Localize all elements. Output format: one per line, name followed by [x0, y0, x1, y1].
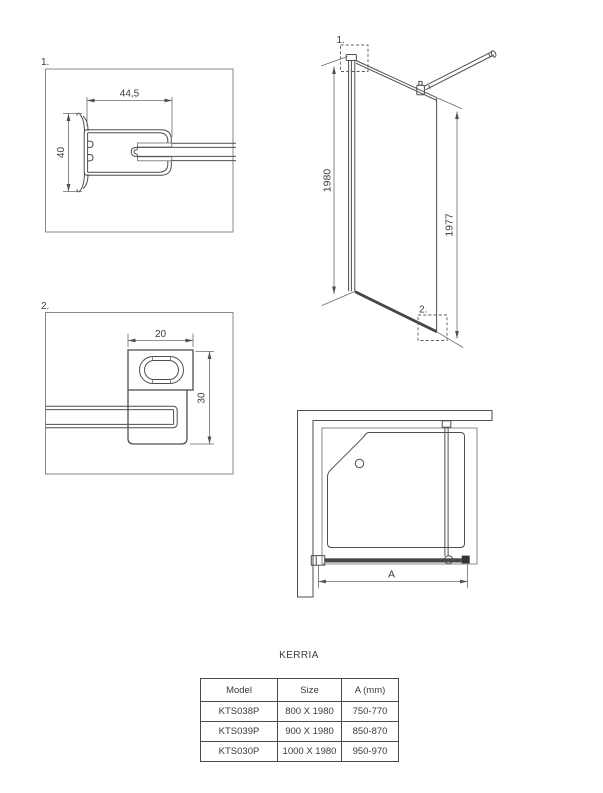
- total-height-value: 1980: [322, 169, 334, 193]
- floor-line-right: [436, 331, 464, 348]
- glass-panel: [354, 60, 438, 334]
- gasket-teeth-bottom: [137, 156, 173, 162]
- spec-table-section: KERRIA Model Size A (mm) KTS038P 800 X 1…: [200, 649, 399, 762]
- detail-2-drawing: 2. 20 30: [41, 301, 234, 475]
- drain: [354, 458, 365, 469]
- cell-model: KTS039P: [200, 721, 278, 742]
- table-row: KTS039P 900 X 1980 850-870: [200, 721, 399, 742]
- cell-size: 900 X 1980: [277, 721, 342, 742]
- total-height-dimension: 1980: [320, 56, 348, 294]
- cell-size: 800 X 1980: [277, 701, 342, 722]
- detail-2-height-value: 30: [197, 392, 208, 404]
- cell-a-mm: 850-870: [341, 721, 399, 742]
- detail-1-marker: 1.: [337, 35, 369, 72]
- front-view-drawing: 1. 2. 1980 1977: [320, 35, 497, 348]
- detail-1-marker-label: 1.: [337, 35, 345, 46]
- detail-2-marker: 2.: [417, 305, 448, 341]
- detail-1-height-value: 40: [56, 147, 67, 159]
- detail-1-frame: [45, 68, 234, 233]
- cell-model: KTS038P: [200, 701, 278, 722]
- glass-height-dimension: 1977: [437, 97, 463, 339]
- detail-2-marker-label: 2.: [419, 305, 427, 316]
- bottom-bracket: [127, 349, 194, 445]
- wall-profile: [345, 54, 357, 292]
- detail-1-drawing: 1.: [41, 57, 236, 233]
- detail-1-label: 1.: [41, 57, 49, 68]
- wall-profile-section: [76, 112, 172, 193]
- cell-size: 1000 X 1980: [277, 741, 342, 762]
- end-bracket: [461, 555, 470, 564]
- support-bar-plan: [441, 420, 454, 565]
- detail-1-height-dimension: 40: [56, 113, 82, 192]
- glass-panel-plan: [324, 558, 462, 563]
- detail-2-height-dimension: 30: [189, 351, 214, 445]
- detail-2-frame: [45, 312, 234, 475]
- plan-width-dimension: A: [318, 564, 468, 588]
- bar-wall-anchor: [490, 50, 497, 58]
- col-header-model: Model: [200, 678, 278, 702]
- cell-a-mm: 950-970: [341, 741, 399, 762]
- col-header-a-mm: A (mm): [341, 678, 399, 702]
- plan-width-value: A: [388, 569, 395, 581]
- detail-2-width-dimension: 20: [127, 329, 194, 347]
- table-row: KTS038P 800 X 1980 750-770: [200, 701, 399, 722]
- gasket-teeth-top: [137, 142, 173, 148]
- table-title: KERRIA: [279, 650, 319, 661]
- table-row: KTS030P 1000 X 1980 950-970: [200, 741, 399, 762]
- detail-1-width-value: 44,5: [120, 89, 140, 100]
- shower-tray: [327, 432, 465, 548]
- table-header-row: Model Size A (mm): [200, 678, 399, 702]
- spec-table: Model Size A (mm) KTS038P 800 X 1980 750…: [200, 678, 399, 762]
- support-bar: [416, 50, 497, 96]
- glass-height-value: 1977: [444, 213, 456, 237]
- detail-1-width-dimension: 44,5: [86, 89, 173, 137]
- col-header-size: Size: [277, 678, 342, 702]
- cell-model: KTS030P: [200, 741, 278, 762]
- walls-hatched: [297, 410, 493, 598]
- glass-gasket-section: [130, 142, 236, 162]
- floor-line-left: [321, 290, 356, 306]
- plan-view-drawing: A: [297, 410, 493, 598]
- enclosure-outline: [321, 427, 478, 565]
- glass-panel-edge-section: [45, 405, 178, 429]
- cell-a-mm: 750-770: [341, 701, 399, 722]
- detail-2-label: 2.: [41, 301, 49, 312]
- detail-2-width-value: 20: [155, 329, 167, 340]
